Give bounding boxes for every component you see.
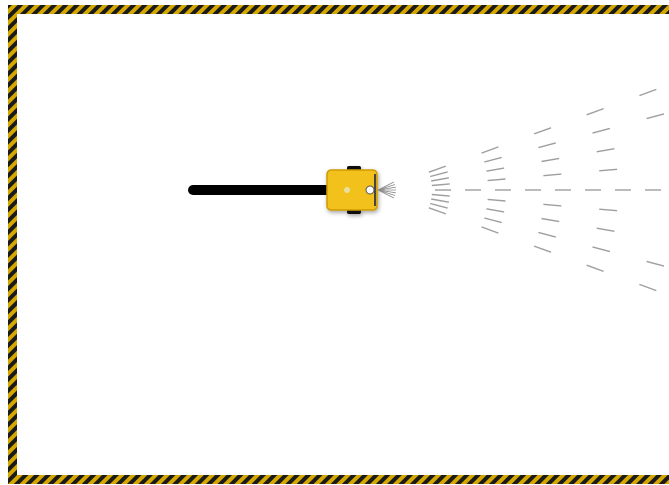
arena-border-top	[8, 5, 669, 14]
arena-border-left	[8, 5, 17, 484]
arena-border-bottom	[8, 475, 669, 484]
arena-floor	[17, 14, 669, 475]
robot[interactable]	[327, 166, 377, 214]
robot-front-sensor-dot	[366, 186, 374, 194]
robot-center-dot	[344, 187, 350, 193]
